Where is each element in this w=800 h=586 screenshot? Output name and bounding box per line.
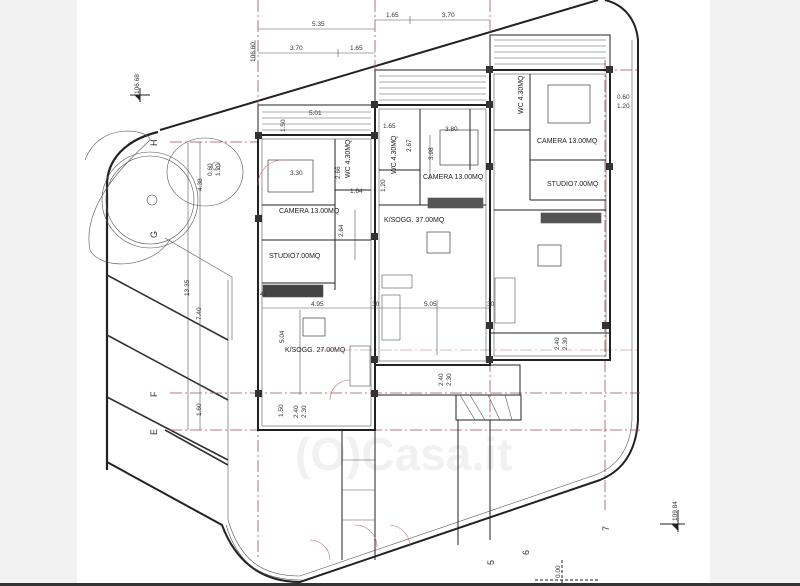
site-boundary xyxy=(105,0,639,584)
room-label: K/SOGG. 27.00MQ xyxy=(285,347,346,354)
dim-label: 1.20 xyxy=(215,163,222,176)
dim-label: 1.50 xyxy=(280,119,287,132)
dim-label: 1.64 xyxy=(350,188,363,195)
dim-label: 7.40 xyxy=(196,307,203,320)
axis-label: 6 xyxy=(521,550,531,555)
dim-label: 3.30 xyxy=(290,170,303,177)
parking-stripes xyxy=(106,237,233,466)
dim-label: 0.60 xyxy=(617,94,630,101)
dim-label: 3.98 xyxy=(428,147,435,160)
dim-label: 2.30 xyxy=(562,337,569,350)
balcony-hatch xyxy=(262,39,606,131)
dim-label: 1.20 xyxy=(617,103,630,110)
room-label: CAMERA 13.00MQ xyxy=(423,174,484,181)
room-label: WC 4.30MQ xyxy=(345,139,352,178)
top-dimension-labels: 5.35 3.70 1.65 1.65 3.70 xyxy=(290,12,455,52)
elevation-label: 106.68 xyxy=(134,74,141,94)
dim-label: 1.20 xyxy=(380,179,387,192)
axis-label: 7 xyxy=(601,526,611,531)
dim-label: 30 xyxy=(487,301,495,308)
dim-label: 2.30 xyxy=(446,373,453,386)
dim-label: 1.50 xyxy=(278,404,285,417)
dim-label: 3.70 xyxy=(290,45,303,52)
dim-label: 4.38 xyxy=(197,178,204,191)
dim-label: 0.60 xyxy=(207,163,214,176)
elevation-markers xyxy=(130,88,685,586)
dim-label: 4.95 xyxy=(311,301,324,308)
axis-labels: H G F E 5 6 7 xyxy=(149,140,611,566)
elevation-label: 106.60 xyxy=(250,42,257,62)
room-label: WC 4.30MQ xyxy=(518,75,525,114)
room-label: STUDIO7.00MQ xyxy=(269,253,321,260)
viewer-bottom-bar xyxy=(0,583,800,586)
dim-label: 3.70 xyxy=(442,12,455,19)
dim-label: 5.35 xyxy=(312,21,325,28)
furniture xyxy=(257,84,602,561)
room-label: CAMERA 13.00MQ xyxy=(279,208,340,215)
axis-label: H xyxy=(149,140,159,147)
axis-label: E xyxy=(149,429,159,435)
dimension-lines xyxy=(187,16,490,430)
drawing-sheet xyxy=(77,0,710,584)
room-label: CAMERA 13.00MQ xyxy=(537,138,598,145)
dim-label: 2.40 xyxy=(554,337,561,350)
dimension-labels: 5.01 3.30 3.80 1.65 2.67 3.98 1.64 2.66 … xyxy=(184,94,630,418)
dim-label: 2.30 xyxy=(301,405,308,418)
dim-label: 30 xyxy=(372,301,380,308)
dim-label: 40 xyxy=(260,291,268,298)
building-walls xyxy=(257,34,611,560)
dim-label: 2.40 xyxy=(293,405,300,418)
axis-label: F xyxy=(149,391,159,397)
dim-label: 1.65 xyxy=(386,12,399,19)
room-label: STUDIO7.00MQ xyxy=(547,181,599,188)
dim-label: 5.04 xyxy=(279,330,286,343)
dim-label: 5.01 xyxy=(309,110,322,117)
dim-label: 2.64 xyxy=(338,224,345,237)
elevation-labels: 106.60 106.68 109.84 0.00 xyxy=(134,42,679,578)
trees xyxy=(84,130,244,265)
axis-label: G xyxy=(149,231,159,238)
elevation-label: 0.00 xyxy=(555,565,562,578)
room-labels: CAMERA 13.00MQ STUDIO7.00MQ K/SOGG. 27.0… xyxy=(269,75,599,354)
dim-label: 5.05 xyxy=(424,301,437,308)
dim-label: 2.67 xyxy=(406,139,413,152)
room-label: K/SOGG. 37.00MQ xyxy=(384,217,445,224)
dim-label: 2.40 xyxy=(438,373,445,386)
elevation-label: 109.84 xyxy=(672,501,679,521)
columns xyxy=(255,66,613,397)
dim-label: 2.66 xyxy=(335,166,342,179)
axis-label: 5 xyxy=(486,560,496,565)
watermark: (O)Casa.it xyxy=(295,428,512,480)
dim-label: 3.80 xyxy=(445,126,458,133)
dim-label: 1.60 xyxy=(196,403,203,416)
dim-label: 13.35 xyxy=(184,279,191,296)
room-label: WC 4.30MQ xyxy=(391,135,398,174)
dim-label: 1.65 xyxy=(350,45,363,52)
dim-label: 1.65 xyxy=(383,123,396,130)
